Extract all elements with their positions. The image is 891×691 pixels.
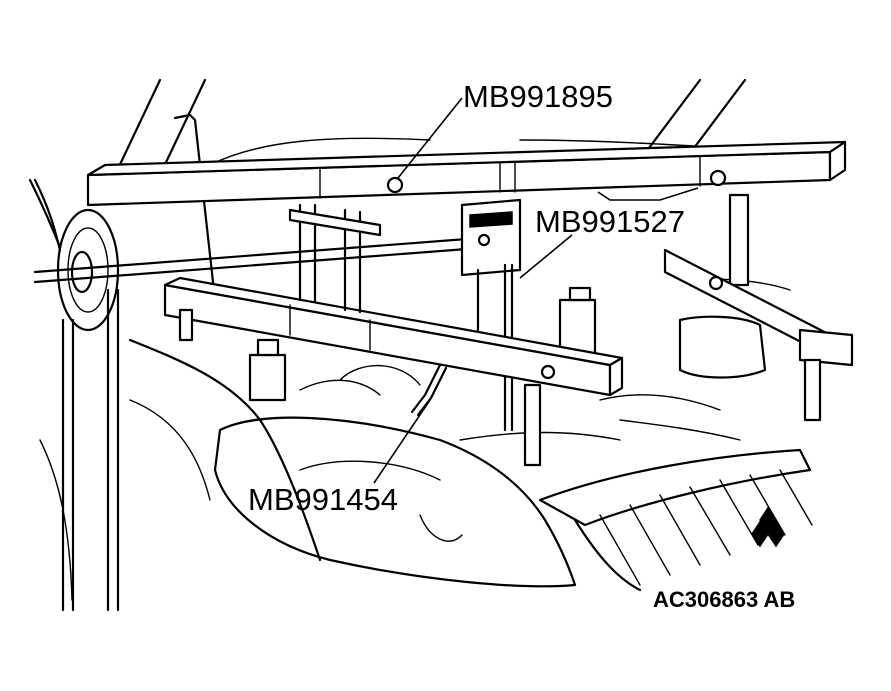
leader-mb991895 [397,97,463,179]
right-bracket-assembly [663,193,854,422]
front-foot-left [178,308,194,342]
cowl-line [209,137,431,166]
front-support-beam [163,203,624,467]
hoist-hub [70,250,94,294]
hood-edge-left [113,78,162,177]
engine-hose-2 [299,379,381,396]
leader-lines [373,97,699,484]
wing-bolt-1 [386,176,404,194]
fender-lower [39,439,73,601]
grille-top [538,448,812,527]
figure-id: AC306863 AB [653,587,795,612]
front-beam-face [163,283,612,397]
emblem-icon [751,506,785,548]
hood-edge-left-2 [158,78,207,177]
reservoir-cap-left [256,338,280,357]
front-wing-bolt [540,364,556,380]
front-beam-end [608,356,624,397]
hoist-chain-right [106,288,120,612]
fender-contour-2 [129,399,211,501]
label-mb991527: MB991527 [535,204,685,239]
radiator-line [459,431,621,441]
hanger-main-beam [86,140,847,207]
reservoir-left [248,353,287,402]
lifting-rod-lower [33,246,482,284]
chain-attachment [410,363,448,417]
front-foot-right [523,383,542,467]
attach-chain-2 [416,366,448,417]
center-bracket-slot [469,211,513,228]
attach-chain [410,363,442,414]
center-bolt [477,233,491,247]
right-arm-end [798,328,854,367]
grille-left [573,518,642,592]
headlamp-bulb [419,514,463,542]
engine-cover [678,315,767,379]
hood-edge-right [638,78,702,162]
main-beam-end [828,140,847,182]
chain-hoist [33,178,120,612]
hoist-cable [33,178,62,252]
right-upright [728,193,750,287]
wing-bolt-2 [709,169,727,187]
leader-mb991527-a [519,234,573,279]
center-bracket [460,198,522,277]
hoist-chain-left [61,318,75,612]
label-mb991454: MB991454 [248,482,398,517]
support-adapter-bracket [460,198,522,432]
fender-contour [128,338,322,562]
label-mb991895: MB991895 [463,79,613,114]
vehicle-body [28,78,813,601]
engine-hose-3 [599,394,721,411]
right-foot [803,358,822,422]
hood-prop-rod [173,113,217,302]
headlamp-inner [299,460,441,481]
leader-mb991454 [373,399,431,484]
leader-mb991527-b [597,187,699,201]
headlamp [213,416,577,588]
radiator-line-2 [619,419,741,441]
grille-slats [599,469,813,586]
clamp-plate [288,208,382,237]
engine-hose-1 [339,364,421,386]
right-bolt [708,275,724,291]
lifting-rod [33,236,482,274]
reservoir-cap-right [568,286,592,302]
